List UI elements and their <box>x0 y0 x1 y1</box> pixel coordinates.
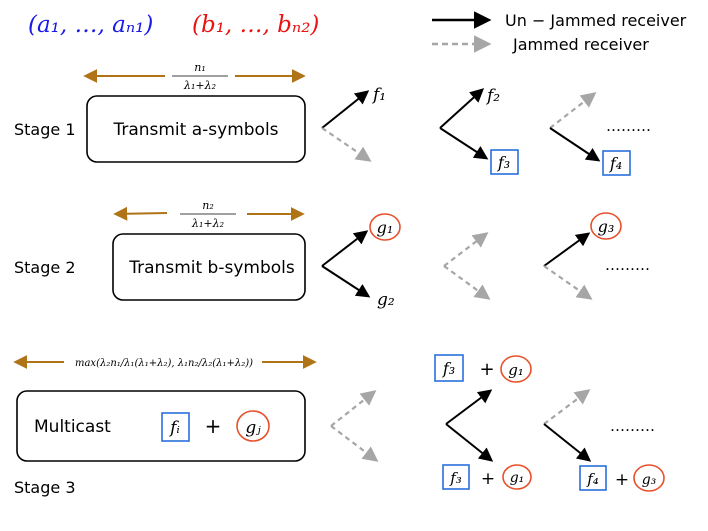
stage2-g3-circle <box>590 212 622 240</box>
stage1-f4-box <box>602 150 631 176</box>
stage3-bot1-f: f₃ <box>449 469 462 487</box>
b-sequence-label: (b₁, …, bₙ₂) <box>192 12 319 38</box>
stage3-top-f-square <box>434 354 464 382</box>
stage1-fork1-down-arrow <box>321 127 372 162</box>
stage2-fork1-up-arrow <box>321 230 369 267</box>
legend-jammed-label: Jammed receiver <box>512 35 649 54</box>
stage3-bot2-f: f₄ <box>586 470 599 488</box>
stage3-fork1-up-arrow <box>330 390 377 427</box>
stage3-box-text: Multicast <box>34 417 111 437</box>
stage2-label: Stage 2 <box>14 258 76 277</box>
stage3-box-g-circle <box>236 410 270 442</box>
stage3-bot2-g-circle <box>633 464 665 492</box>
stage3-label: Stage 3 <box>14 478 76 497</box>
stage2-fork2-up-arrow <box>443 232 489 267</box>
stage3-box-f: fᵢ <box>168 418 180 438</box>
stage1-out-f1: f₁ <box>371 85 386 105</box>
stage1-f3-box <box>490 149 519 175</box>
stage2-box-text: Transmit b-symbols <box>128 258 295 278</box>
stage3-box-f-square <box>161 412 190 442</box>
stage3-duration-label: max(λ₂n₁/λ₁(λ₁+λ₂), λ₁n₂/λ₂(λ₁+λ₂)) <box>75 358 253 369</box>
legend-unjammed-label: Un − Jammed receiver <box>505 11 687 30</box>
stage1-fork3-up-arrow <box>549 92 597 129</box>
stage3-dots: ……… <box>610 417 655 435</box>
stage3-bot2-f-square <box>579 465 607 491</box>
stage3-bot1-plus: + <box>481 469 495 489</box>
stage3-fork3-down-arrow <box>543 423 592 462</box>
stage2-duration-denominator: λ₁+λ₂ <box>191 217 224 230</box>
stage2-out-g2: g₂ <box>377 290 395 310</box>
stage1-out-f3: f₃ <box>497 153 510 172</box>
stage3-top-g: g₁ <box>508 361 524 379</box>
stage3-bot1-g-circle <box>502 464 532 490</box>
stage1-box-text: Transmit a-symbols <box>112 120 278 140</box>
stage2-box <box>112 233 306 301</box>
stage3-bot2-g: g₃ <box>642 472 657 488</box>
stage1-fork2-up-arrow <box>439 88 485 129</box>
stage1-duration-numerator: n₁ <box>194 61 206 74</box>
stage3-fork3-up-arrow <box>543 389 591 425</box>
stage2-fork3-down-arrow <box>543 265 593 300</box>
stage2-out-g3: g₃ <box>598 217 615 236</box>
stage2-duration-numerator: n₂ <box>202 199 214 212</box>
stage3-fork2-down-arrow <box>445 423 494 462</box>
stage3-fork2-up-arrow <box>445 389 493 425</box>
stage2-dots: ……… <box>605 256 650 274</box>
stage3-top-plus: + <box>479 359 494 380</box>
stage1-out-f4: f₄ <box>609 154 622 173</box>
stage1-box <box>86 95 306 163</box>
stage2-g1-circle <box>369 213 401 241</box>
stage3-top-g-circle <box>500 355 532 383</box>
stage1-out-f2: f₂ <box>485 86 500 106</box>
stage3-bot1-f-square <box>442 464 470 490</box>
stage2-fork1-down-arrow <box>321 265 371 298</box>
a-sequence-label: (a₁, …, aₙ₁) <box>28 12 153 38</box>
stage3-fork1-down-arrow <box>330 425 379 462</box>
stage3-top-f: f₃ <box>442 359 455 378</box>
stage2-out-g1: g₁ <box>377 218 394 237</box>
stage3-box-g: gⱼ <box>245 418 261 438</box>
stage1-fork3-down-arrow <box>549 127 601 162</box>
stage1-label: Stage 1 <box>14 120 76 139</box>
stage3-box-plus: + <box>205 414 222 438</box>
stage1-fork1-up-arrow <box>321 90 370 129</box>
stage1-fork2-down-arrow <box>439 127 489 160</box>
stage3-bot1-g: g₁ <box>510 470 525 486</box>
stage2-fork2-down-arrow <box>443 265 491 300</box>
stage2-duration-arrow-left <box>113 206 168 221</box>
stage1-dots: ……… <box>606 117 651 135</box>
stage3-bot2-plus: + <box>615 470 629 490</box>
stage3-box <box>16 390 306 462</box>
stage2-fork3-up-arrow <box>543 232 591 267</box>
stage1-duration-denominator: λ₁+λ₂ <box>183 79 216 92</box>
